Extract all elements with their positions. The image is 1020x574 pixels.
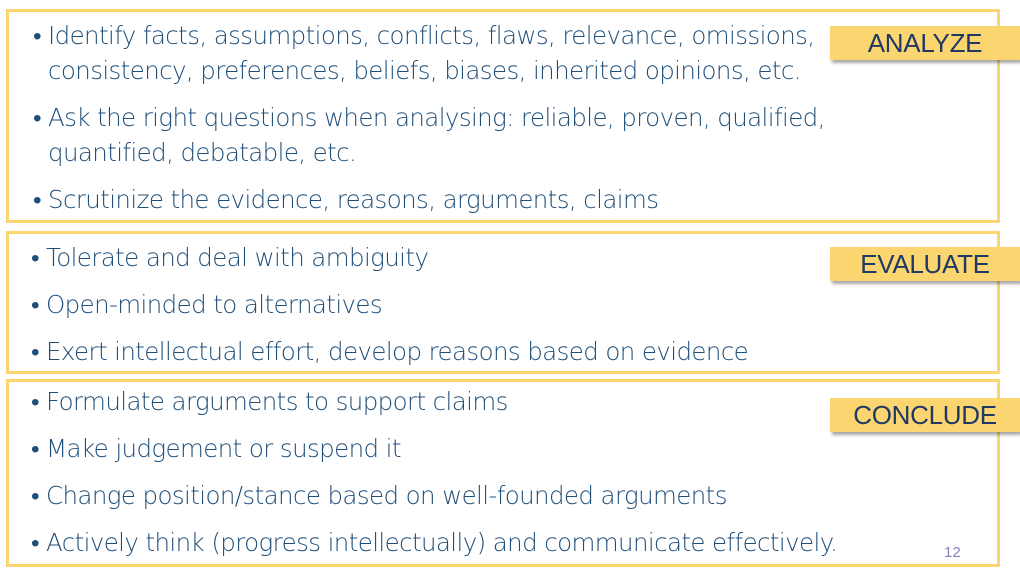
bullet-text: Make judgement or suspend it xyxy=(46,434,401,463)
bullet-item: Ask the right questions when analysing: … xyxy=(33,100,868,170)
bullet-item: Make judgement or suspend it xyxy=(31,431,827,466)
analyze-section: Identify facts, assumptions, conflicts, … xyxy=(6,9,1000,223)
bullet-text: Formulate arguments to support claims xyxy=(46,387,508,416)
bullet-text: Tolerate and deal with ambiguity xyxy=(46,243,429,272)
page-number: 12 xyxy=(944,544,961,561)
bullet-text: Change position/stance based on well-fou… xyxy=(46,481,727,510)
bullet-text: Scrutinize the evidence, reasons, argume… xyxy=(48,185,659,214)
evaluate-tag: EVALUATE xyxy=(830,247,1020,281)
bullet-item: Tolerate and deal with ambiguity xyxy=(31,240,827,275)
evaluate-section: Tolerate and deal with ambiguity Open-mi… xyxy=(6,231,1000,374)
bullet-text: Ask the right questions when analysing: … xyxy=(48,103,825,167)
conclude-bullet-list: Formulate arguments to support claims Ma… xyxy=(31,384,838,572)
conclude-tag: CONCLUDE xyxy=(830,398,1020,432)
bullet-text: Actively think (progress intellectually)… xyxy=(46,528,838,557)
bullet-text: Identify facts, assumptions, conflicts, … xyxy=(48,21,815,85)
analyze-tag: ANALYZE xyxy=(830,26,1020,60)
bullet-item: Open-minded to alternatives xyxy=(31,287,827,322)
bullet-item: Formulate arguments to support claims xyxy=(31,384,827,419)
analyze-bullet-list: Identify facts, assumptions, conflicts, … xyxy=(33,18,1007,229)
bullet-text: Exert intellectual effort, develop reaso… xyxy=(46,337,749,366)
conclude-section: Formulate arguments to support claims Ma… xyxy=(6,379,1000,567)
bullet-item: Exert intellectual effort, develop reaso… xyxy=(31,334,827,369)
bullet-text: Open-minded to alternatives xyxy=(46,290,383,319)
bullet-item: Scrutinize the evidence, reasons, argume… xyxy=(33,182,1007,217)
bullet-item: Change position/stance based on well-fou… xyxy=(31,478,827,513)
evaluate-bullet-list: Tolerate and deal with ambiguity Open-mi… xyxy=(31,240,827,381)
bullet-item: Identify facts, assumptions, conflicts, … xyxy=(33,18,848,88)
bullet-item: Actively think (progress intellectually)… xyxy=(31,525,886,560)
